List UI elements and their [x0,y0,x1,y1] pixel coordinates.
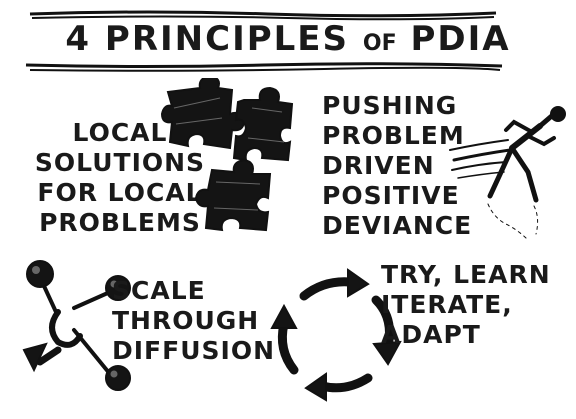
principle-line: SOLUTIONS [34,148,206,177]
puzzle-pieces-icon [160,78,294,232]
principle-line: SCALE [112,276,206,305]
cycle-arrows-icon [270,268,402,402]
principle-line: LOCAL [72,118,168,147]
principle-line: PUSHING [322,91,458,120]
title-main: 4 PRINCIPLES [65,19,350,59]
principle-line: POSITIVE [322,181,460,210]
principle-line: DEVIANCE [322,211,473,240]
principle-line: THROUGH [112,306,260,335]
network-diffusion-icon [22,260,131,391]
principle-local-text: LOCAL SOLUTIONS FOR LOCAL PROBLEMS [28,120,212,240]
principle-line: PROBLEM [322,121,465,150]
principle-line: PROBLEMS [39,208,201,237]
title-rule-top [29,10,497,21]
principle-line: DIFFUSION [112,336,275,365]
title-of: OF [362,31,397,56]
page-title: 4 PRINCIPLES OF PDIA [36,22,540,56]
running-person-icon [449,106,566,241]
title-acronym: PDIA [410,19,511,59]
principle-line: TRY, LEARN [381,260,551,289]
principle-line: FOR LOCAL [37,178,203,207]
principle-line: ITERATE, [381,290,513,319]
title-rule-bottom [25,62,503,72]
principle-line: ADAPT [381,320,481,349]
principle-try-text: TRY, LEARN ITERATE, ADAPT [381,262,551,352]
principle-push-text: PUSHING PROBLEM DRIVEN POSITIVE DEVIANCE [322,93,472,243]
principle-line: DRIVEN [322,151,435,180]
principle-scale-text: SCALE THROUGH DIFFUSION [112,278,275,368]
